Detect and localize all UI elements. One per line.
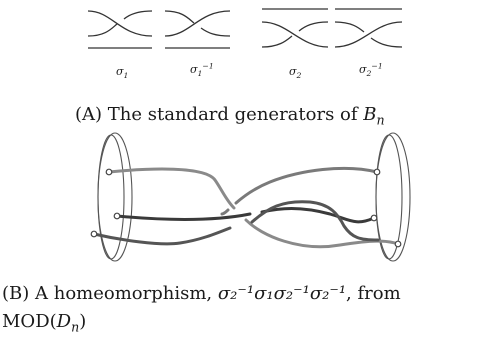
- generator-sigma1-diagram: [87, 10, 153, 49]
- strand-top: [107, 167, 236, 210]
- left-point-3: [90, 230, 98, 238]
- right-point-2: [370, 214, 378, 222]
- caption-b-formula: σ₂⁻¹σ₁σ₂⁻¹σ₂⁻¹: [217, 283, 347, 304]
- caption-b-text: A homeomorphism,: [35, 283, 213, 304]
- caption-a-tag: (A): [75, 104, 103, 125]
- caption-a-symbol: B: [363, 104, 377, 125]
- generator-sigma2-diagram: [261, 8, 329, 48]
- caption-b-line2: MOD(Dn): [2, 311, 87, 335]
- label-sigma2-inverse: σ2−1: [359, 61, 383, 79]
- caption-b-tag: (B): [2, 283, 30, 304]
- generator-sigma1-inverse-diagram: [164, 10, 231, 49]
- braid-strands: [92, 166, 400, 249]
- strand-lower: [92, 226, 232, 246]
- right-point-1: [373, 168, 381, 176]
- label-sigma1: σ1: [116, 65, 129, 81]
- right-disk: [375, 132, 411, 262]
- caption-a-text: The standard generators of: [107, 104, 358, 125]
- caption-a: (A) The standard generators of Bn: [75, 104, 385, 128]
- label-sigma2: σ2: [289, 65, 302, 81]
- strand-middle: [115, 212, 252, 221]
- left-point-2: [113, 212, 121, 220]
- generator-sigma2-inverse-diagram: [334, 8, 403, 48]
- left-point-1: [105, 168, 113, 176]
- puncture-points: [90, 168, 402, 248]
- strand-upper-cross: [234, 166, 379, 205]
- left-disk: [97, 132, 133, 262]
- caption-b-line1: (B) A homeomorphism, σ₂⁻¹σ₁σ₂⁻¹σ₂⁻¹, fro…: [2, 283, 401, 304]
- right-point-3: [394, 240, 402, 248]
- label-sigma1-inverse: σ1−1: [190, 61, 214, 79]
